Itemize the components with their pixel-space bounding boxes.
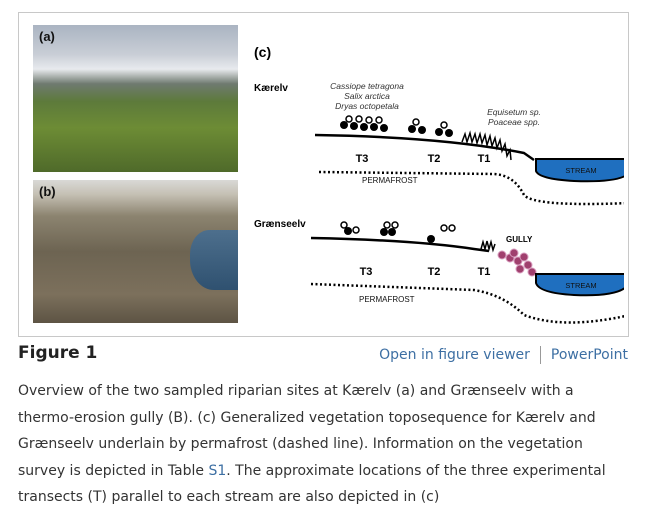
stream-label: STREAM [565,166,596,175]
ground-line [314,133,535,162]
open-figure-viewer-link[interactable]: Open in figure viewer [379,347,530,363]
figure-links: Open in figure viewer PowerPoint [379,346,628,364]
shrub-icons [340,221,456,243]
species-label: Cassiope tetragona [330,81,404,91]
species-label: Poaceae spp. [488,117,540,127]
species-label: Equisetum sp. [487,107,541,117]
gully-icon [497,248,537,277]
photo-kaerelv: (a) [33,25,238,172]
figure-frame: (a) (b) (c) Kærelv Cassiope tetragona Sa… [18,12,629,337]
panel-label-c: (c) [254,44,271,60]
permafrost-line [318,170,624,206]
photo-graenseelv-gully: (b) [33,180,238,323]
caption-text: . The approximate locations of the three… [18,462,606,506]
transect-t3: T3 [356,153,369,165]
transect-t1: T1 [478,153,491,165]
transect-t2: T2 [428,153,441,165]
site-label-kaerelv: Kærelv [254,83,288,94]
shrub-icons [340,115,453,137]
table-s1-link[interactable]: S1 [208,462,227,479]
toposequence-diagram: (c) Kærelv Cassiope tetragona Salix arct… [254,44,624,324]
photo-water [190,230,238,290]
transect-t2: T2 [428,266,441,278]
stream-shape [535,158,624,183]
panel-label-b: (b) [39,184,56,199]
permafrost-line [310,282,624,324]
stream-label: STREAM [565,281,596,290]
gully-label: GULLY [506,235,533,244]
permafrost-label: PERMAFROST [359,295,415,304]
transect-t3: T3 [360,266,373,278]
figure-title: Figure 1 [18,343,98,363]
transect-t1: T1 [478,266,491,278]
caption-text: Overview of the two sampled riparian sit… [18,383,596,479]
grass-icons [461,130,512,161]
site-label-graenseelv: Grænseelv [254,219,306,230]
link-divider [539,346,541,364]
figure-caption: Overview of the two sampled riparian sit… [18,378,630,511]
panel-label-a: (a) [39,29,55,44]
permafrost-label: PERMAFROST [362,176,418,185]
species-label: Dryas octopetala [335,101,399,111]
powerpoint-link[interactable]: PowerPoint [550,347,628,363]
stream-shape [535,273,624,297]
ground-line [310,236,490,253]
grass-icons [480,239,496,253]
species-label: Salix arctica [344,91,390,101]
